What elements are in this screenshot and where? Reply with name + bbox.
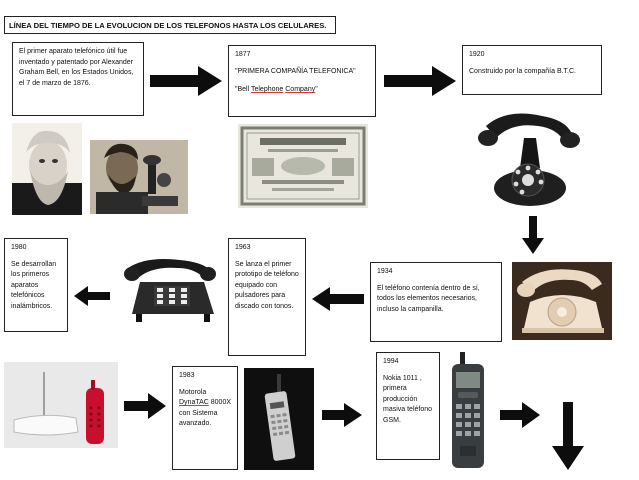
entry-1920-text: Construido por la compañía B.T.C. <box>469 67 576 75</box>
entry-1980-text: Se desarrollan los primeros aparatos tel… <box>11 260 57 310</box>
entry-bell-text: El primer aparato telefónico útil fue in… <box>19 48 134 87</box>
entry-1934: 1934 El teléfono contenía dentro de sí, … <box>370 262 502 342</box>
entry-1877-year: 1877 <box>235 51 251 58</box>
arrow-down-icon <box>522 216 544 254</box>
entry-1994-text: Nokia 1011 , primera producción masiva t… <box>383 374 433 424</box>
entry-1920: 1920 Construido por la compañía B.T.C. <box>462 45 602 95</box>
entry-1994-year: 1994 <box>383 358 399 365</box>
entry-1877: 1877 "PRIMERA COMPAÑÍA TELEFONICA" "Bell… <box>228 45 376 117</box>
entry-1877-line1: "PRIMERA COMPAÑÍA TELEFONICA" <box>235 67 356 75</box>
arrow-left-icon <box>74 286 110 306</box>
entry-1963-year: 1963 <box>235 244 251 251</box>
arrow-right-icon <box>150 66 222 96</box>
entry-1983-year: 1983 <box>179 372 195 379</box>
bell-at-telephone-photo <box>90 140 188 214</box>
entry-1963: 1963 Se lanza el primer prototipo de tel… <box>228 238 306 356</box>
entry-1877-line2: "Bell Telephone Company" <box>235 86 318 93</box>
entry-1983-text: Motorola DynaTAC 8000X con Sistema avanz… <box>179 388 232 428</box>
bell-portrait-photo <box>12 123 82 215</box>
entry-1963-text: Se lanza el primer prototipo de teléfono… <box>235 260 299 310</box>
arrow-right-icon <box>384 66 456 96</box>
arrow-right-icon <box>500 402 540 428</box>
timeline-title: LÍNEA DEL TIEMPO DE LA EVOLUCION DE LOS … <box>4 16 336 34</box>
entry-1980-year: 1980 <box>11 244 27 251</box>
arrow-left-icon <box>312 287 364 311</box>
entry-1994: 1994 Nokia 1011 , primera producción mas… <box>376 352 440 460</box>
entry-1983: 1983 Motorola DynaTAC 8000X con Sistema … <box>172 366 238 470</box>
arrow-right-icon <box>322 403 362 427</box>
entry-1934-text: El teléfono contenía dentro de sí, todos… <box>377 284 480 313</box>
arrow-down-icon <box>552 402 584 470</box>
nokia-gsm-phone-photo <box>446 350 490 472</box>
pushbutton-desk-phone-photo <box>122 254 222 326</box>
entry-1934-year: 1934 <box>377 268 393 275</box>
entry-bell-1876: El primer aparato telefónico útil fue in… <box>12 42 144 116</box>
arrow-right-icon <box>124 393 166 419</box>
entry-1920-year: 1920 <box>469 51 485 58</box>
motorola-brick-phone-photo <box>244 368 314 470</box>
stock-certificate-photo <box>238 124 368 208</box>
cordless-phone-photo <box>4 362 118 448</box>
entry-1980: 1980 Se desarrollan los primeros aparato… <box>4 238 68 332</box>
candlestick-rotary-phone-photo <box>466 104 598 212</box>
beige-rotary-phone-photo <box>512 262 612 340</box>
